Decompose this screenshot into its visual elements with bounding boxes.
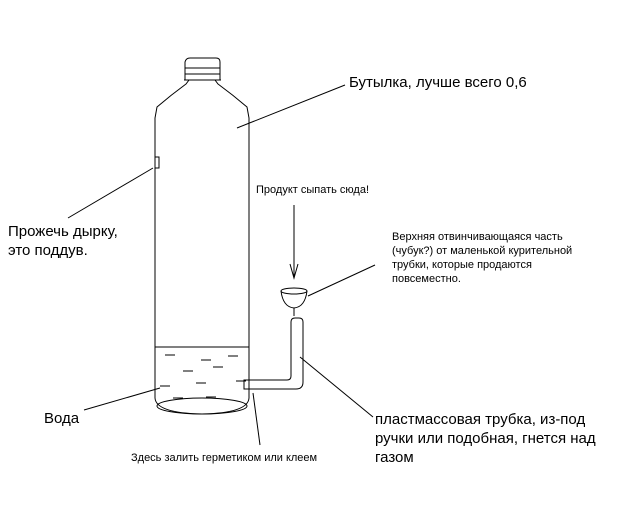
bowl-label-line4: повсеместно.	[392, 273, 461, 285]
tube-label: пластмассовая трубка, из-под ручки или п…	[375, 410, 596, 467]
bowl-label-line1: Верхняя отвинчивающаяся часть	[392, 231, 563, 243]
hole-label-line2: это поддув.	[8, 242, 88, 259]
product-label: Продукт сыпать сюда!	[256, 184, 370, 196]
seal-leader	[252, 392, 261, 446]
water-label: Вода	[44, 410, 80, 427]
water-dashes	[160, 354, 246, 399]
bowl-label: Верхняя отвинчивающаяся часть (чубук?) о…	[392, 230, 572, 286]
bowl-label-line2: (чубук?) от маленькой курительной	[392, 245, 573, 257]
bottle-cap	[184, 57, 221, 81]
hole-leader	[67, 167, 154, 219]
air-hole	[155, 156, 160, 169]
pipe-bowl	[280, 287, 308, 316]
tube-label-line3: газом	[375, 449, 414, 466]
product-arrow	[289, 205, 299, 280]
tube-label-line2: ручки или подобная, гнется над	[375, 430, 596, 447]
water-leader	[83, 387, 161, 411]
tube-label-line1: пластмассовая трубка, из-под	[375, 411, 586, 428]
bottle-outline	[154, 79, 250, 415]
leader-lines	[67, 84, 376, 446]
hole-label-line1: Прожечь дырку,	[8, 223, 118, 240]
tube-leader	[299, 356, 374, 418]
bottle-bottom	[156, 397, 248, 415]
hole-label: Прожечь дырку, это поддув.	[8, 222, 118, 260]
bowl-leader	[307, 264, 376, 297]
seal-label: Здесь залить герметиком или клеем	[131, 452, 318, 464]
bottle-leader	[236, 84, 346, 129]
bottle-label: Бутылка, лучше всего 0,6	[349, 74, 527, 91]
plastic-tube	[243, 317, 304, 390]
bowl-label-line3: трубки, которые продаются	[392, 259, 532, 271]
